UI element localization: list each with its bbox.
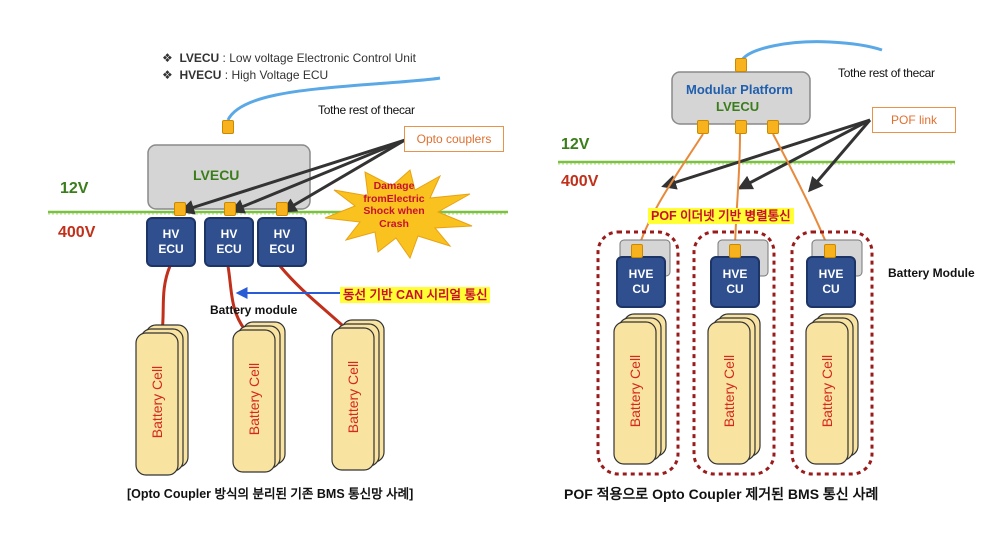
right-battery-module-label: Battery Module: [888, 266, 975, 280]
ecu-label-line: ECU: [216, 242, 242, 256]
left-battery-module-label: Battery module: [210, 303, 298, 317]
right-car-connector: [735, 58, 747, 72]
right-ecu-connector-2: [729, 244, 741, 258]
right-car-cable: [740, 40, 883, 62]
damage-line: Crash: [379, 217, 409, 230]
legend-item-lvecu: ❖ LVECU : Low voltage Electronic Control…: [162, 51, 416, 65]
right-pof-arrow-2: [737, 118, 871, 190]
right-400v-label: 400V: [561, 173, 599, 190]
left-opto-arrow-3: [281, 138, 406, 213]
legend-desc: : High Voltage ECU: [221, 68, 329, 82]
right-module-outline-1: [596, 230, 680, 476]
damage-line: Damage: [373, 180, 415, 192]
right-cell-1: [613, 313, 667, 465]
left-cell-1: [135, 324, 189, 476]
right-cell-2: [707, 313, 761, 465]
left-to-car-label: Tothe rest of thecar: [318, 103, 415, 117]
right-ecu-connector-1: [631, 244, 643, 258]
ecu-label-line: HVE: [722, 267, 748, 281]
right-module-outline-2: [692, 230, 776, 476]
right-pof-ethernet-label: POF 이더넷 기반 병렬통신: [648, 205, 794, 225]
left-cell-3: [331, 319, 385, 471]
ecu-label-line: ECU: [269, 242, 295, 256]
right-module-outline-3: [790, 230, 874, 476]
pof-label-text: POF 이더넷 기반 병렬통신: [648, 208, 794, 224]
right-lvecu-label: LVECU: [716, 99, 760, 114]
right-caption: POF 적용으로 Opto Coupler 제거된 BMS 통신 사례: [564, 486, 879, 502]
ecu-label-line: ECU: [158, 242, 184, 256]
left-damage-text: Damage fromElectric Shock when Crash: [352, 180, 436, 230]
legend-item-hvecu: ❖ HVECU : High Voltage ECU: [162, 68, 328, 82]
right-pof-arrow-3: [808, 119, 872, 193]
can-label-text: 동선 기반 CAN 시리얼 통신: [340, 287, 491, 303]
damage-line: fromElectric: [363, 192, 425, 205]
left-cell-2: [232, 321, 286, 473]
right-modular-label: Modular Platform: [686, 82, 793, 97]
left-ecu-connector-1: [174, 202, 186, 216]
left-cell-label-2: Battery Cell: [246, 362, 262, 436]
left-can-label: 동선 기반 CAN 시리얼 통신: [340, 284, 491, 304]
right-12v-label: 12V: [561, 136, 590, 153]
left-ecu-connector-3: [276, 202, 288, 216]
left-wire-1: [160, 265, 172, 333]
right-ecu-connector-3: [824, 244, 836, 258]
right-cell-label-1: Battery Cell: [627, 354, 643, 428]
left-ecu-connector-2: [224, 202, 236, 216]
damage-line: Shock when: [363, 205, 425, 217]
right-modular-port-2: [735, 120, 747, 134]
right-modular-box: [671, 71, 811, 125]
ecu-label-line: HV: [273, 227, 291, 241]
ecu-label-line: CU: [726, 282, 744, 296]
left-lvecu-connector: [222, 120, 234, 134]
left-wire-2: [226, 265, 247, 331]
ecu-label-line: HV: [162, 227, 180, 241]
left-lvecu-label: LVECU: [193, 167, 240, 183]
right-to-car-label: Tothe rest of thecar: [838, 66, 935, 80]
left-opto-arrow-2: [229, 138, 406, 214]
left-damage-starburst: [324, 169, 473, 260]
ecu-label-line: CU: [632, 282, 650, 296]
left-opto-arrow-1: [179, 138, 406, 215]
left-12v-label: 12V: [60, 180, 89, 197]
legend-abbr: LVECU: [179, 51, 220, 65]
right-pof-line-2: [734, 133, 741, 253]
left-caption: [Opto Coupler 방식의 분리된 기존 BMS 통신망 사례]: [127, 487, 414, 501]
right-pof-line-1: [636, 133, 704, 253]
ecu-label-line: HVE: [818, 267, 844, 281]
legend-desc: : Low voltage Electronic Control Unit: [219, 51, 416, 65]
right-pof-arrow-1: [661, 118, 871, 190]
left-cell-label-1: Battery Cell: [149, 365, 165, 439]
right-pof-callout: POF link: [872, 107, 956, 133]
right-modular-port-1: [697, 120, 709, 134]
ecu-label-line: HV: [220, 227, 238, 241]
left-400v-label: 400V: [58, 224, 96, 241]
bullet-icon: ❖: [162, 51, 173, 65]
right-modular-port-3: [767, 120, 779, 134]
left-cell-label-3: Battery Cell: [345, 360, 361, 434]
legend-abbr: HVECU: [179, 68, 222, 82]
ecu-label-line: HVE: [628, 267, 654, 281]
right-cell-3: [805, 313, 859, 465]
ecu-label-line: CU: [822, 282, 840, 296]
right-cell-label-3: Battery Cell: [819, 354, 835, 428]
right-pof-line-3: [772, 133, 831, 253]
left-wire-3: [278, 265, 344, 327]
bullet-icon: ❖: [162, 68, 173, 82]
left-car-cable: [226, 76, 441, 121]
right-cell-label-2: Battery Cell: [721, 354, 737, 428]
left-opto-callout: Opto couplers: [404, 126, 504, 152]
